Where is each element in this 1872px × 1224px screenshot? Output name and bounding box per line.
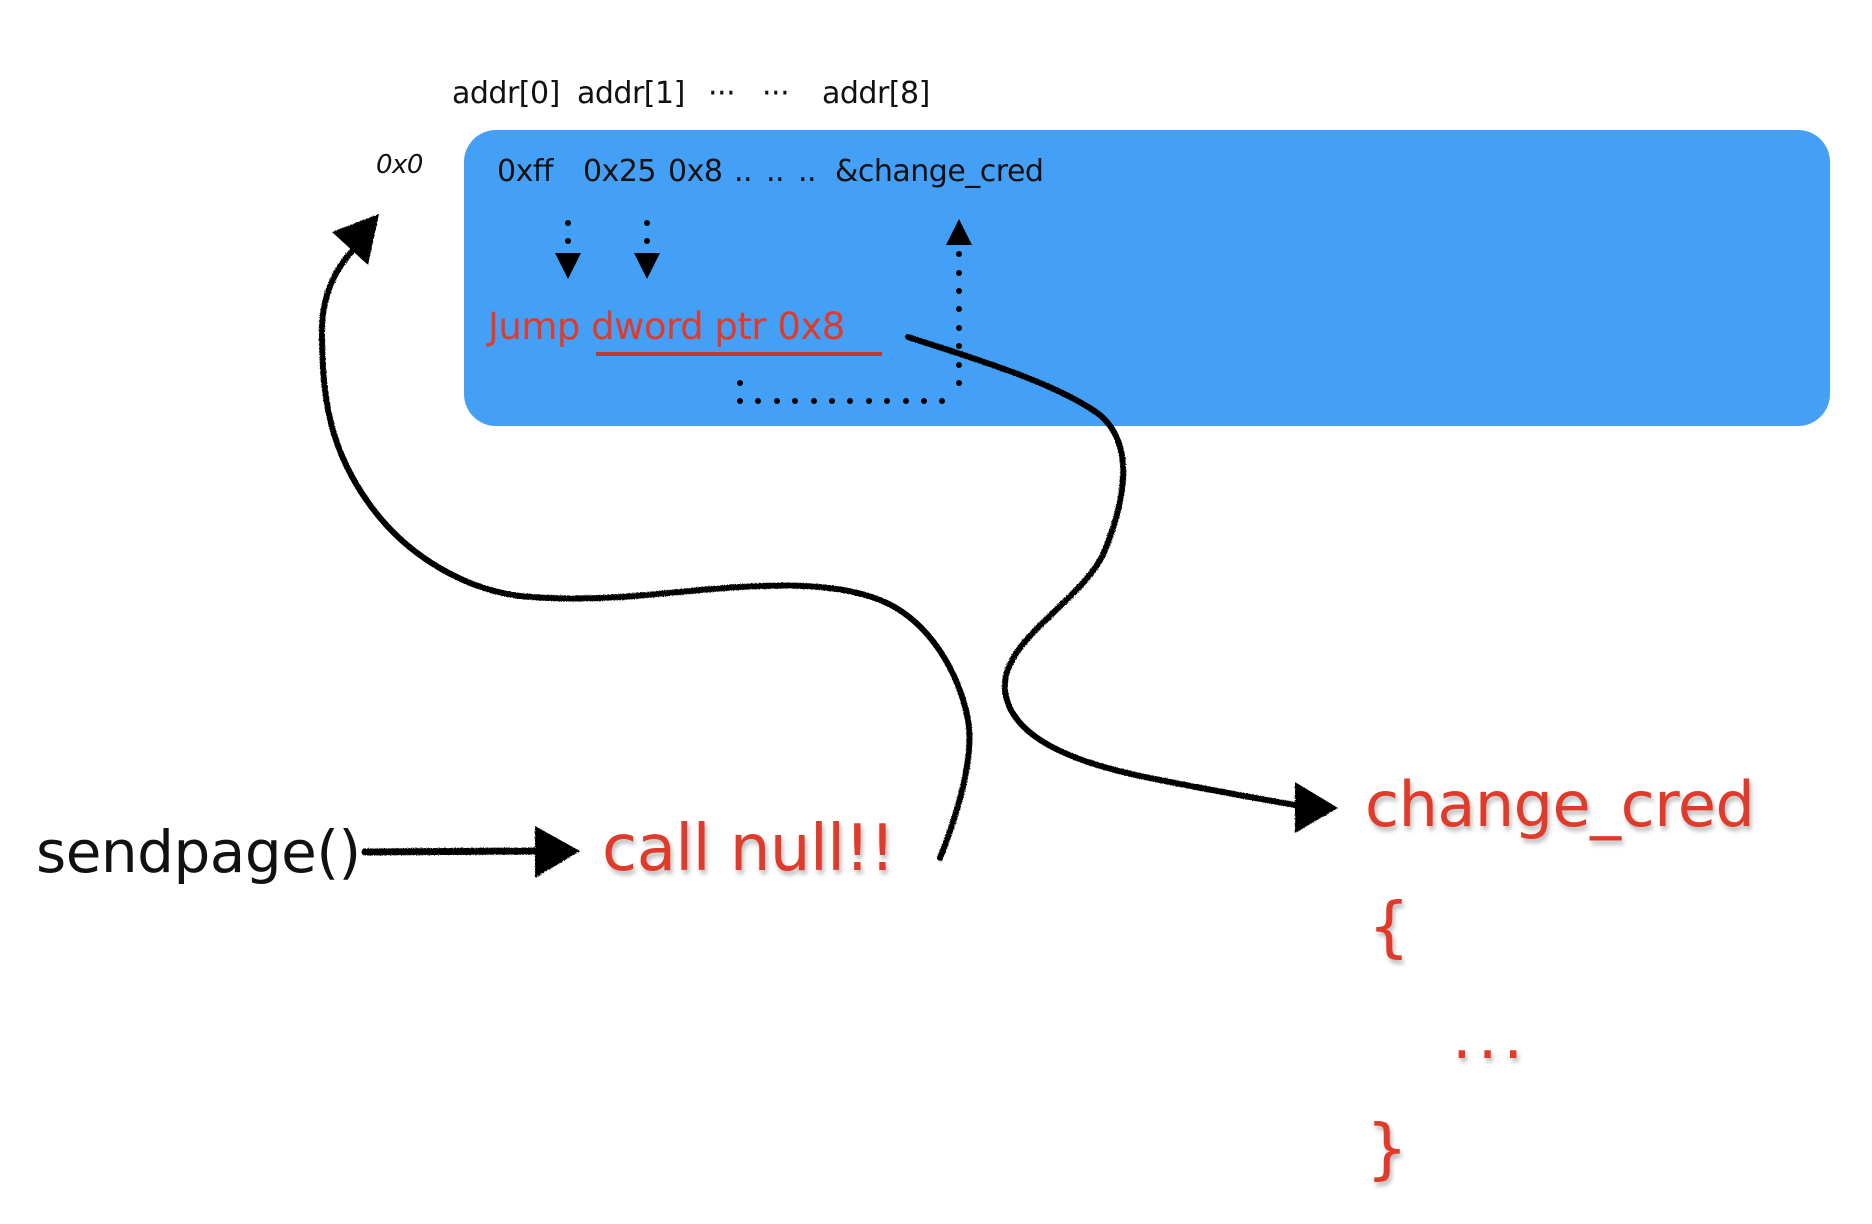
function-body-ellipsis: ... (1452, 1000, 1530, 1073)
dotted-pointer-path (737, 251, 962, 404)
arrowhead-right-icon (535, 826, 580, 878)
byte-0x8: 0x8 (668, 154, 723, 189)
byte-change-cred-addr: &change_cred (835, 154, 1044, 189)
jump-to-change-cred-curve (905, 334, 1338, 833)
caller-label: sendpage() (36, 818, 361, 886)
instruction-operand: dword ptr 0x8 (591, 305, 845, 348)
path-dot (792, 398, 798, 404)
null-to-page-zero-curve (318, 214, 973, 861)
path-dot (956, 325, 962, 331)
path-dot (829, 398, 835, 404)
path-dot (866, 398, 872, 404)
byte-0xff: 0xff (497, 154, 553, 189)
down-arrow-0x25 (634, 220, 660, 279)
path-dot (884, 398, 890, 404)
path-dot (847, 398, 853, 404)
path-dot (956, 270, 962, 276)
path-dot (939, 398, 945, 404)
path-dot (737, 398, 743, 404)
sendpage-to-call-arrow (361, 826, 580, 878)
path-dot (956, 306, 962, 312)
addr-label-1: addr[1] (577, 76, 685, 111)
byte-filler-3: .. (798, 154, 817, 189)
path-dot (956, 380, 962, 386)
function-open-brace: { (1368, 888, 1410, 965)
addr-ellipsis-1: ··· (708, 76, 736, 111)
path-dot (956, 251, 962, 257)
addr-ellipsis-2: ··· (762, 76, 790, 111)
byte-0x25: 0x25 (583, 154, 657, 189)
arrowhead-down-icon (634, 253, 660, 279)
path-dot (755, 398, 761, 404)
decoded-instruction: Jump dword ptr 0x8 (488, 305, 845, 348)
arrowhead-right-icon (1295, 782, 1338, 833)
addr-label-8: addr[8] (822, 76, 930, 111)
byte-filler-2: .. (766, 154, 785, 189)
operand-underline (596, 352, 882, 356)
path-dot (811, 398, 817, 404)
path-dot (737, 380, 743, 386)
addr-label-0: addr[0] (452, 76, 560, 111)
path-dot (774, 398, 780, 404)
byte-filler-1: .. (734, 154, 753, 189)
down-arrow-0xff (555, 220, 581, 279)
function-close-brace: } (1366, 1110, 1408, 1187)
arrowhead-down-icon (555, 253, 581, 279)
path-dot (921, 398, 927, 404)
path-dot (956, 362, 962, 368)
arrowhead-up-icon (946, 219, 972, 245)
null-call-label: call null!! (602, 812, 895, 886)
base-address-label: 0x0 (376, 150, 423, 180)
path-dot (956, 343, 962, 349)
path-dot (956, 288, 962, 294)
target-function-name: change_cred (1365, 768, 1755, 841)
arrowhead-up-left-icon (332, 214, 379, 265)
memory-page-box (464, 130, 1830, 426)
path-dot (903, 398, 909, 404)
instruction-opcode: Jump (488, 305, 580, 348)
